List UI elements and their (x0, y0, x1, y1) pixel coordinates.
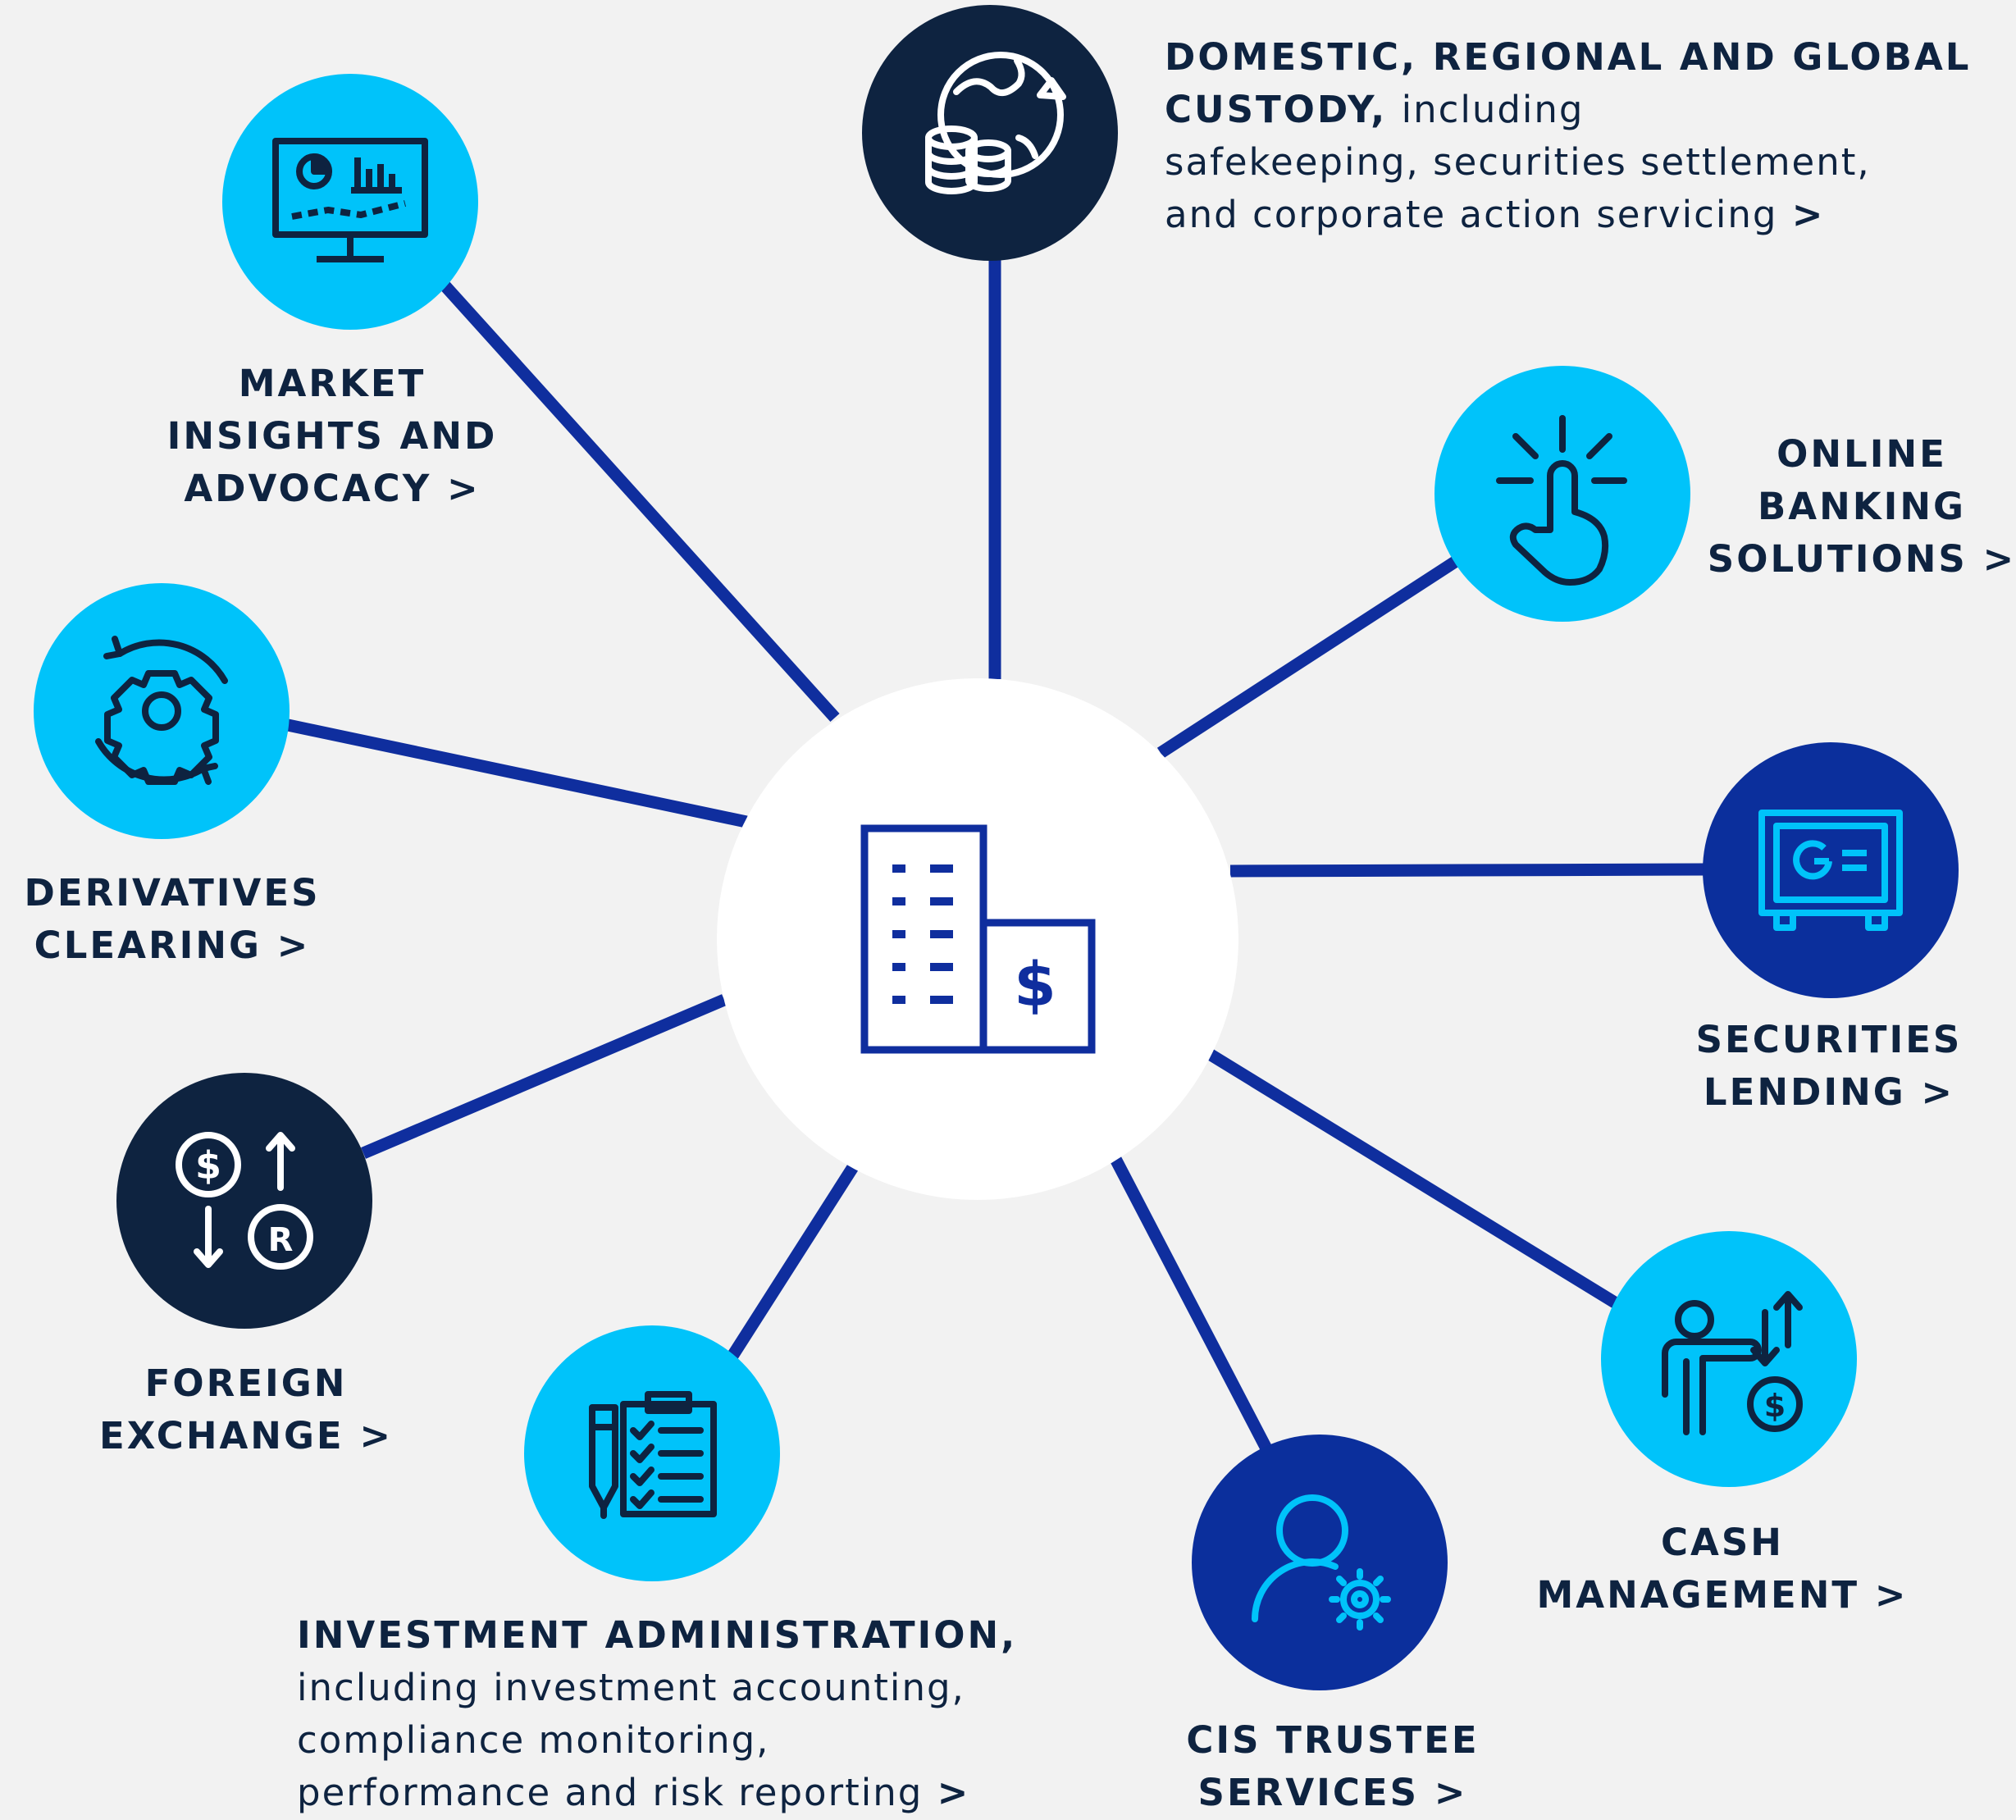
connector-cis (1110, 1156, 1272, 1452)
cis-label-line-1: CIS TRUSTEE (1186, 1718, 1480, 1762)
online-label[interactable]: ONLINE BANKING SOLUTIONS > (1690, 428, 2016, 586)
node-cash[interactable]: $ (1601, 1231, 1857, 1487)
node-fx[interactable]: $ R (116, 1073, 372, 1329)
user-gear-icon (1252, 1494, 1391, 1631)
touch-hand-icon (1496, 415, 1627, 586)
connector-market (434, 274, 840, 723)
securities-label[interactable]: SECURITIES LENDING > (1681, 1014, 1977, 1119)
investment-arrow: > (937, 1771, 971, 1814)
fx-label[interactable]: FOREIGN EXCHANGE > (90, 1357, 402, 1462)
custody-description-3: and corporate action servicing (1165, 193, 1778, 236)
custody-description-2: safekeeping, securities settlement, (1165, 140, 1871, 184)
cash-label[interactable]: CASH MANAGEMENT > (1534, 1517, 1911, 1622)
connector-fx (361, 994, 727, 1159)
connector-investment (724, 1163, 859, 1364)
node-online[interactable] (1434, 366, 1690, 622)
market-label-line-1: MARKET (238, 362, 426, 405)
node-cis[interactable] (1192, 1435, 1448, 1690)
market-label-line-2: INSIGHTS AND (166, 414, 498, 458)
center-hub[interactable]: $ (717, 678, 1238, 1200)
node-market[interactable] (222, 74, 478, 330)
cash-label-line-1: CASH (1661, 1521, 1784, 1564)
derivatives-label-line-2: CLEARING > (34, 924, 311, 967)
custody-title: DOMESTIC, REGIONAL AND GLOBAL CUSTODY, (1165, 35, 1972, 131)
investment-description-2: compliance monitoring, (297, 1718, 770, 1762)
connector-derivatives (286, 718, 748, 828)
connector-securities (1229, 863, 1704, 878)
person-transfer-icon: $ (1662, 1291, 1803, 1435)
cis-label[interactable]: CIS TRUSTEE SERVICES > (1140, 1714, 1526, 1819)
connector-lines (286, 257, 1704, 1452)
node-derivatives[interactable] (34, 583, 290, 839)
custody-label[interactable]: DOMESTIC, REGIONAL AND GLOBAL CUSTODY, i… (1165, 31, 1993, 241)
node-custody[interactable] (862, 5, 1118, 261)
globe-coins-icon (925, 52, 1066, 194)
investment-description-1: including investment accounting, (297, 1666, 965, 1709)
custody-arrow: > (1791, 193, 1826, 236)
svg-text:$: $ (1014, 950, 1056, 1020)
building-dollar-icon: $ (860, 824, 1096, 1054)
clipboard-checklist-icon (589, 1391, 717, 1519)
gear-cycle-icon (95, 636, 228, 785)
securities-label-line-2: LENDING > (1703, 1070, 1955, 1114)
monitor-chart-icon (272, 138, 428, 262)
cash-label-line-2: MANAGEMENT > (1536, 1573, 1909, 1617)
node-investment[interactable] (524, 1325, 780, 1581)
custody-description-1: including (1401, 88, 1585, 131)
securities-label-line-1: SECURITIES (1695, 1018, 1963, 1061)
fx-label-line-2: EXCHANGE > (98, 1414, 394, 1457)
investment-title: INVESTMENT ADMINISTRATION, (297, 1613, 1018, 1657)
market-label-line-3: ADVOCACY > (184, 467, 481, 510)
cis-label-line-2: SERVICES > (1197, 1771, 1468, 1814)
svg-text:$: $ (195, 1143, 221, 1188)
connector-cash (1205, 1047, 1621, 1310)
online-label-line-1: ONLINE (1777, 432, 1947, 476)
currency-exchange-icon: $ R (176, 1132, 313, 1270)
derivatives-label-line-1: DERIVATIVES (24, 871, 321, 915)
safe-icon (1758, 810, 1903, 931)
fx-label-line-1: FOREIGN (144, 1362, 348, 1405)
derivatives-label[interactable]: DERIVATIVES CLEARING > (16, 867, 328, 972)
svg-text:R: R (268, 1221, 294, 1259)
node-securities[interactable] (1703, 742, 1959, 998)
market-label[interactable]: MARKET INSIGHTS AND ADVOCACY > (139, 358, 525, 515)
svg-text:$: $ (1764, 1388, 1786, 1424)
investment-description-3: performance and risk reporting (297, 1771, 924, 1814)
connector-online (1156, 554, 1462, 759)
investment-label[interactable]: INVESTMENT ADMINISTRATION, including inv… (297, 1609, 1035, 1819)
online-label-line-3: SOLUTIONS > (1707, 537, 2016, 581)
online-label-line-2: BANKING (1758, 485, 1966, 528)
